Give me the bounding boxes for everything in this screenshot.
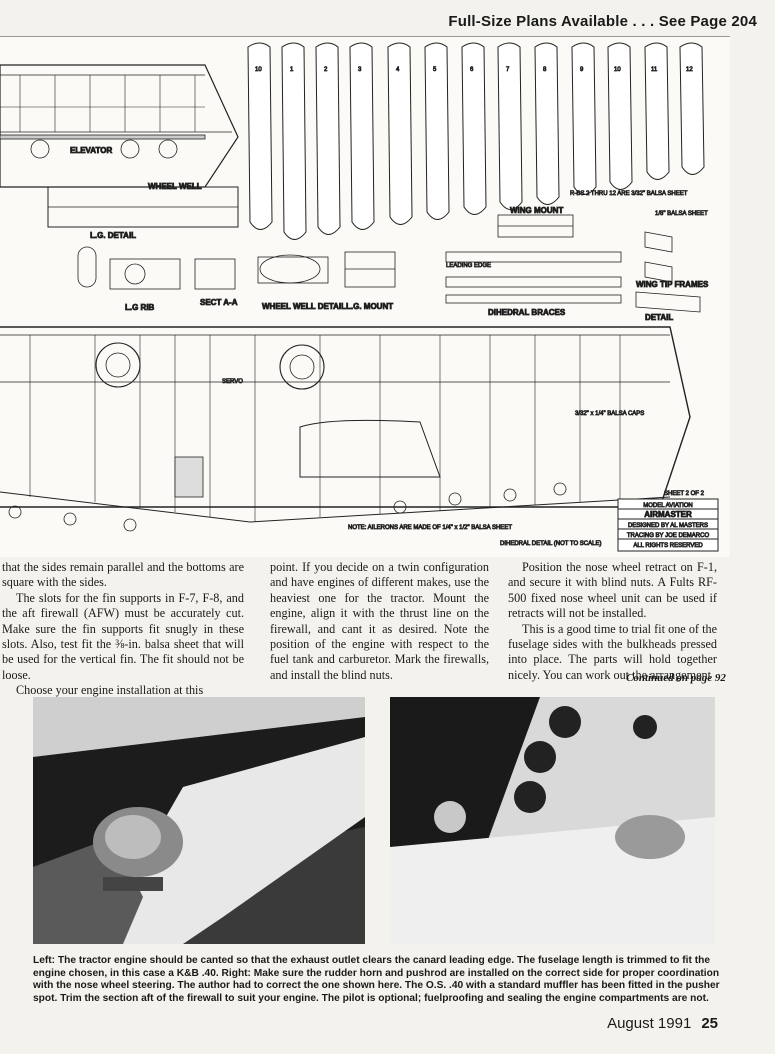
spar-caps-label: 3/32" x 1/4" BALSA CAPS	[575, 411, 644, 417]
page-header: Full-Size Plans Available . . . See Page…	[448, 13, 757, 30]
photo-right	[390, 697, 715, 944]
plans-drawing: ELEVATOR 10 1 2 3 4 5 6 7 8 9 10 11 12 R…	[0, 36, 730, 557]
landing-gear-details	[47, 186, 396, 290]
rib-number: 12	[686, 67, 693, 73]
title-block-line4: TRACING BY JOE DEMARCO	[627, 533, 710, 539]
article-column-3: Position the nose wheel retract on F-1, …	[508, 560, 717, 683]
page-number: 25	[701, 1015, 718, 1032]
title-block-line3: DESIGNED BY AL MASTERS	[628, 523, 708, 529]
title-block	[617, 498, 719, 552]
paragraph: that the sides remain parallel and the b…	[2, 560, 244, 590]
title-block-line2: AIRMASTER	[644, 510, 692, 519]
lg-detail-label: L.G. DETAIL	[90, 231, 136, 240]
paragraph: Position the nose wheel retract on F-1, …	[508, 560, 717, 621]
rib-number: 8	[543, 67, 547, 73]
rib-number: 3	[358, 67, 362, 73]
wing-mount-drawing	[445, 214, 701, 313]
rib-number: 6	[470, 67, 474, 73]
aft-note: NOTE: AILERONS ARE MADE OF 1/4" x 1/2" B…	[348, 525, 512, 531]
elevator-drawing	[0, 64, 239, 188]
paragraph: The slots for the fin supports in F-7, F…	[2, 590, 244, 682]
photo-left	[33, 697, 365, 944]
sheet-number: SHEET 2 OF 2	[664, 491, 705, 497]
page-footer: August 1991 25	[607, 1015, 718, 1032]
paragraph: point. If you decide on a twin configura…	[270, 560, 489, 682]
rib-number: 1	[290, 67, 294, 73]
wheel-well-detail-label: WHEEL WELL DETAIL	[262, 302, 346, 311]
servo-label: SERVO	[222, 379, 243, 385]
sect-aa-label: SECT A-A	[200, 298, 238, 307]
wing-tip-frames-label: WING TIP FRAMES	[636, 280, 709, 289]
article-column-1: that the sides remain parallel and the b…	[2, 560, 244, 699]
leading-edge-label: LEADING EDGE	[446, 263, 491, 269]
ribs-note: R-BS 2 THRU 12 ARE 3/32" BALSA SHEET	[570, 191, 688, 197]
tip-balsa-label: 1/8" BALSA SHEET	[655, 211, 708, 217]
rib-number: 4	[396, 67, 400, 73]
rib-number: 10	[255, 67, 262, 73]
rib-number: 2	[324, 67, 328, 73]
elevator-label: ELEVATOR	[70, 146, 112, 155]
article-column-2: point. If you decide on a twin configura…	[270, 560, 489, 683]
title-block-line5: ALL RIGHTS RESERVED	[633, 543, 703, 549]
wing-ribs	[247, 42, 705, 240]
paragraph: Choose your engine installation at this	[16, 683, 204, 698]
rib-number: 5	[433, 67, 437, 73]
dihedral-detail-label: DIHEDRAL DETAIL (NOT TO SCALE)	[500, 541, 601, 547]
paragraph: This is a good time to trial fit one of …	[508, 621, 717, 682]
lg-mount-label: L.G. MOUNT	[346, 302, 393, 311]
dihedral-braces-label: DIHEDRAL BRACES	[488, 308, 566, 317]
title-block-line1: MODEL AVIATION	[643, 503, 693, 509]
rib-number: 10	[614, 67, 621, 73]
article-body: that the sides remain parallel and the b…	[0, 560, 775, 697]
photo-caption: Left: The tractor engine should be cante…	[33, 955, 720, 1004]
rib-number: 9	[580, 67, 584, 73]
wing-mount-label: WING MOUNT	[510, 206, 563, 215]
rib-number: 7	[506, 67, 510, 73]
wing-plan-drawing	[0, 326, 691, 532]
continued-note: Continued on page 92	[626, 672, 726, 684]
lg-rib-label: L.G RIB	[125, 303, 155, 312]
wheel-well-label: WHEEL WELL	[148, 182, 202, 191]
rib-number: 11	[651, 67, 658, 73]
detail-label: DETAIL	[645, 313, 673, 322]
issue-date: August 1991	[607, 1015, 692, 1032]
